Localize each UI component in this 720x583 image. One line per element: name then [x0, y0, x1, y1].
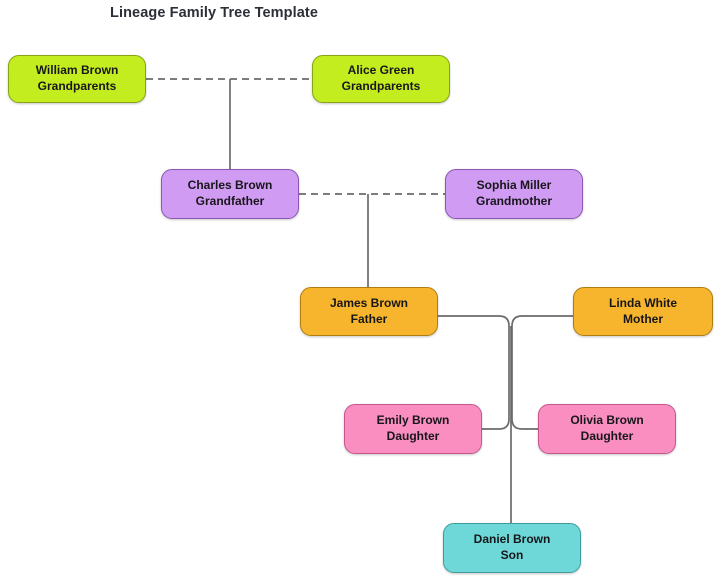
edge-linda-to-olivia: [511, 315, 573, 430]
node-role: Daughter: [386, 429, 440, 443]
node-olivia-brown[interactable]: Olivia Brown Daughter: [538, 404, 676, 454]
node-emily-brown[interactable]: Emily Brown Daughter: [344, 404, 482, 454]
node-role: Grandmother: [475, 194, 552, 208]
node-william-brown[interactable]: William Brown Grandparents: [8, 55, 146, 103]
node-role: Son: [500, 548, 524, 562]
node-james-brown[interactable]: James Brown Father: [300, 287, 438, 336]
node-name: Linda White: [609, 295, 677, 310]
edge-james-to-emily: [438, 315, 510, 430]
node-role: Mother: [623, 311, 663, 326]
node-name: Olivia Brown: [570, 413, 644, 428]
node-name: Daniel Brown: [473, 532, 551, 547]
node-role: Grandparents: [341, 79, 421, 93]
node-name: Sophia Miller: [476, 178, 552, 193]
node-role: Daughter: [580, 429, 634, 443]
node-role: Father: [350, 311, 388, 326]
node-charles-brown[interactable]: Charles Brown Grandfather: [161, 169, 299, 219]
node-name: Emily Brown: [376, 413, 450, 428]
page-title: Lineage Family Tree Template: [110, 5, 319, 21]
node-role: Grandparents: [37, 79, 117, 93]
node-alice-green[interactable]: Alice Green Grandparents: [312, 55, 450, 103]
node-name: James Brown: [329, 295, 409, 310]
node-linda-white[interactable]: Linda White Mother: [573, 287, 713, 336]
node-role: Grandfather: [195, 194, 265, 208]
node-name: William Brown: [35, 63, 119, 78]
node-name: Charles Brown: [187, 178, 273, 193]
node-sophia-miller[interactable]: Sophia Miller Grandmother: [445, 169, 583, 219]
node-name: Alice Green: [347, 63, 415, 78]
node-daniel-brown[interactable]: Daniel Brown Son: [443, 523, 581, 573]
